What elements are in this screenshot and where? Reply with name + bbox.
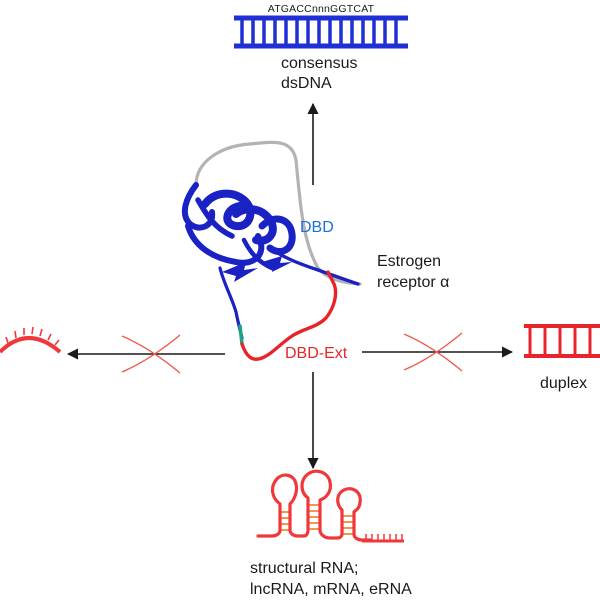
estrogen-receptor-structure <box>181 140 362 361</box>
consensus-dsdna-icon <box>234 15 408 49</box>
consensus-sequence: ATGACCnnnGGTCAT <box>268 3 375 15</box>
duplex-label: duplex <box>540 375 587 392</box>
protein-name-line2: receptor α <box>377 274 449 291</box>
structural-rna-label: structural RNA; <box>250 560 358 577</box>
duplex-rna-icon <box>524 324 600 358</box>
consensus-label: consensus <box>281 55 358 72</box>
no-binding-cross-right <box>403 332 463 372</box>
dsdna-label: dsDNA <box>281 75 332 92</box>
rna-types-label: lncRNA, mRNA, eRNA <box>250 581 412 598</box>
dbd-ext-label: DBD-Ext <box>285 345 348 362</box>
dbd-label: DBD <box>300 219 334 236</box>
no-binding-cross-left <box>121 334 181 374</box>
beta-sheet-icon <box>222 262 258 282</box>
protein-name-line1: Estrogen <box>377 253 441 270</box>
structural-rna-icon <box>256 469 404 543</box>
single-stranded-rna-icon <box>0 326 62 354</box>
dbd-extension <box>240 270 338 361</box>
